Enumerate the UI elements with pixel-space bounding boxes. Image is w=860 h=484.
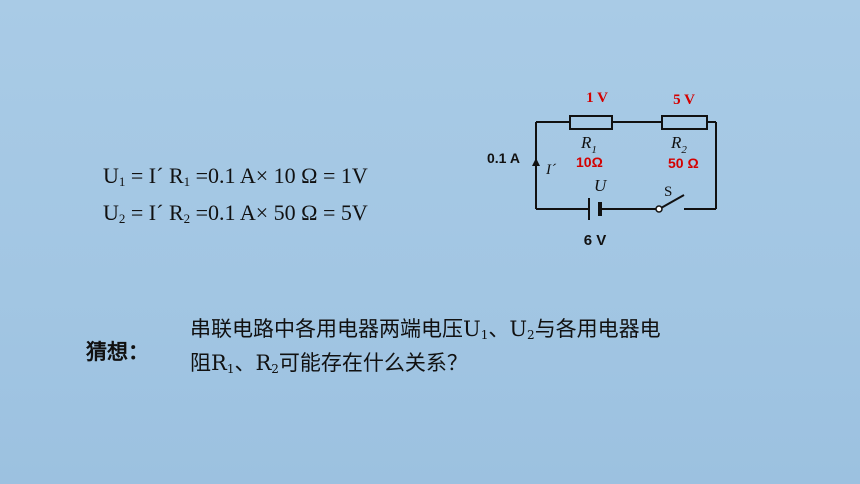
r1-value: 10Ω: [576, 154, 603, 170]
r1-symbol: R1: [580, 133, 597, 156]
source-symbol: U: [594, 176, 608, 195]
resistor-r2: [661, 115, 708, 130]
battery: [588, 198, 602, 220]
r2-symbol: R2: [670, 133, 687, 156]
resistor-r1: [569, 115, 613, 130]
guess-question: 串联电路中各用电器两端电压U1、U2与各用电器电阻R1、R2可能存在什么关系？: [190, 317, 661, 376]
guess-label: 猜想：: [86, 340, 149, 364]
voltage-label-r1: 1 V: [586, 90, 608, 106]
switch: [655, 194, 685, 213]
voltage-label-r2: 5 V: [673, 92, 695, 108]
current-arrow-icon: [532, 158, 540, 166]
equation-u2: U2 = I´ R2 =0.1 A× 50 Ω = 5V: [103, 200, 368, 226]
switch-label: S: [664, 184, 672, 200]
current-symbol: I´: [545, 162, 557, 178]
source-voltage: 6 V: [584, 232, 607, 249]
equation-u1: U1 = I´ R1 =0.1 A× 10 Ω = 1V: [103, 163, 368, 189]
r2-value: 50 Ω: [668, 155, 699, 171]
current-label: 0.1 A: [487, 150, 520, 166]
